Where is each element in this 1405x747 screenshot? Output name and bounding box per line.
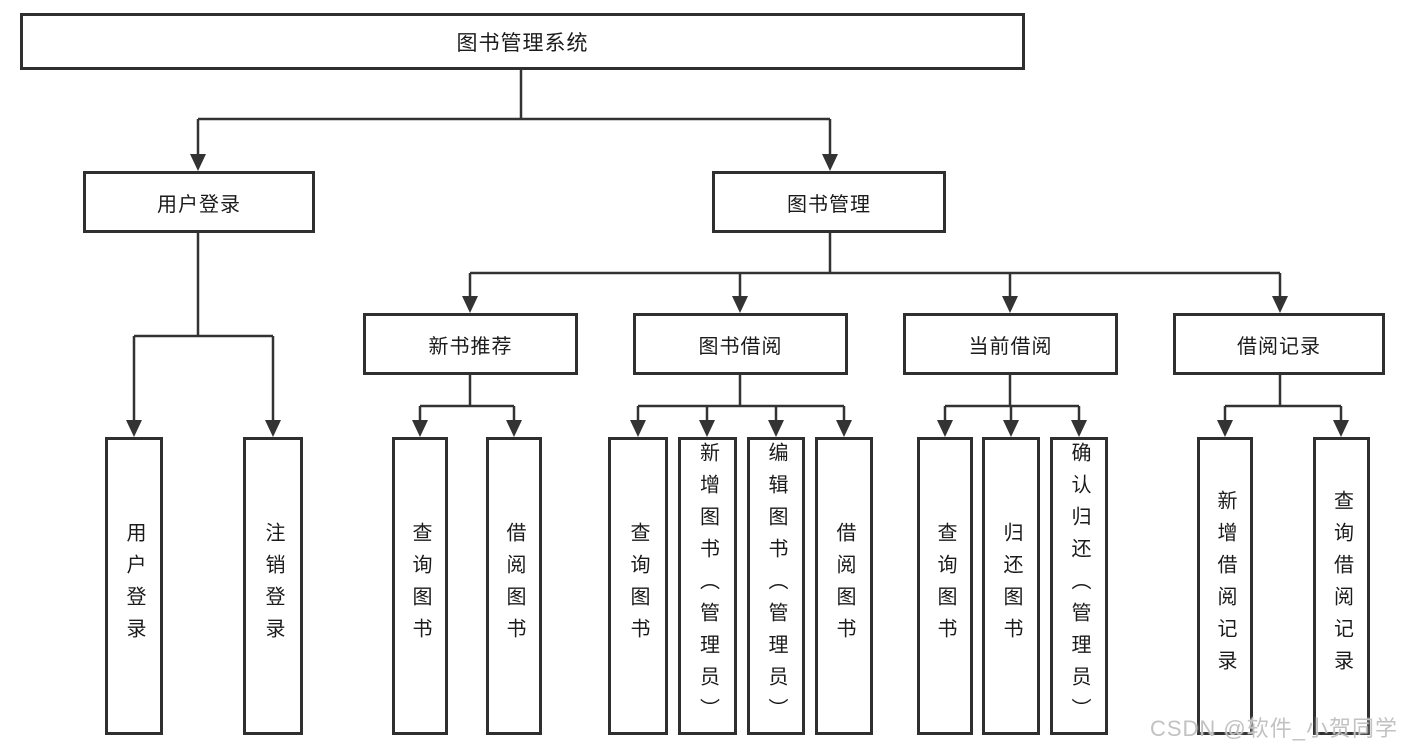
leaf-query-books-borrowing: 查询图书	[608, 437, 668, 735]
tree-edges	[132, 70, 1343, 423]
node-label: 图书管理系统	[456, 31, 589, 55]
csdn-watermark: CSDN @软件_小贺同学	[1149, 716, 1398, 741]
node-label: 查询图书	[627, 522, 649, 650]
node-root-system: 图书管理系统	[20, 13, 1025, 70]
node-label: 注销登录	[262, 522, 284, 650]
node-label: 用户登录	[123, 522, 145, 650]
node-new-book-recommend: 新书推荐	[363, 313, 578, 375]
node-label: 借阅图书	[833, 522, 855, 650]
node-label: 确认归还（管理员）	[1068, 442, 1090, 730]
leaf-edit-book-admin: 编辑图书（管理员）	[747, 437, 805, 735]
node-label: 借阅记录	[1237, 335, 1321, 358]
node-label: 新书推荐	[428, 335, 513, 358]
node-label: 用户登录	[157, 193, 241, 216]
node-label: 图书管理	[787, 193, 871, 216]
node-borrowing-records: 借阅记录	[1173, 313, 1385, 375]
leaf-confirm-return-admin: 确认归还（管理员）	[1050, 437, 1108, 735]
node-current-borrowing: 当前借阅	[903, 313, 1118, 375]
leaf-add-book-admin: 新增图书（管理员）	[678, 437, 737, 735]
node-label: 查询借阅记录	[1330, 490, 1353, 682]
node-label: 编辑图书（管理员）	[765, 442, 787, 730]
arrowhead-icons	[126, 154, 1349, 437]
leaf-query-books-current: 查询图书	[917, 437, 973, 735]
node-label: 归还图书	[1000, 522, 1022, 650]
leaf-query-borrow-record: 查询借阅记录	[1313, 437, 1370, 735]
leaf-borrow-books-borrowing: 借阅图书	[815, 437, 873, 735]
leaf-add-borrow-record: 新增借阅记录	[1197, 437, 1253, 735]
node-label: 新增借阅记录	[1214, 490, 1236, 682]
leaf-user-login: 用户登录	[105, 437, 163, 735]
leaf-logout: 注销登录	[243, 437, 303, 735]
node-label: 借阅图书	[503, 522, 525, 650]
node-label: 图书借阅	[698, 335, 783, 358]
node-book-borrowing: 图书借阅	[633, 313, 848, 375]
node-label: 当前借阅	[968, 335, 1053, 358]
node-label: 查询图书	[934, 522, 956, 650]
leaf-query-books-recommend: 查询图书	[392, 437, 448, 735]
leaf-return-books: 归还图书	[982, 437, 1040, 735]
node-user-login: 用户登录	[83, 171, 315, 233]
node-label: 查询图书	[409, 522, 431, 650]
leaf-borrow-books-recommend: 借阅图书	[486, 437, 542, 735]
node-label: 新增图书（管理员）	[696, 442, 719, 730]
node-book-management: 图书管理	[712, 171, 946, 233]
